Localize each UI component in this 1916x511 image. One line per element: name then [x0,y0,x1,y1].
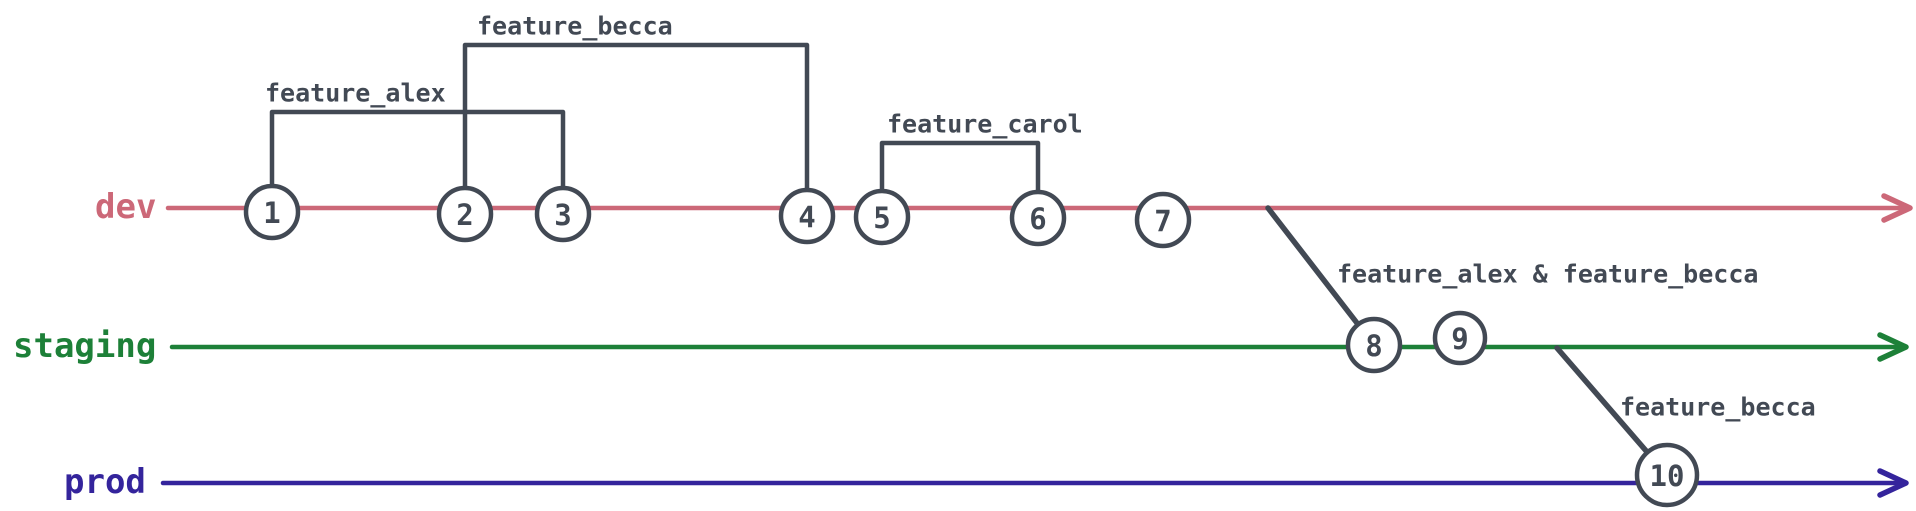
commit-number-10: 10 [1650,459,1685,493]
branch-arrow-icon-dev [1881,193,1913,223]
feature-bracket-label: feature_alex [265,79,446,108]
feature-bracket-label: feature_becca [477,12,673,41]
feature-bracket-feature_becca [462,42,810,219]
commit-number-8: 8 [1365,329,1382,363]
merge-label: feature_alex & feature_becca [1337,260,1758,289]
commit-number-3: 3 [554,198,571,232]
merge-label: feature_becca [1620,393,1816,422]
branch-label-prod: prod [64,462,146,502]
commit-node-7 [1134,191,1192,249]
branch-label-dev: dev [95,187,156,227]
merge-line-to-commit-8 [1265,205,1377,348]
commit-number-5: 5 [873,201,890,235]
commit-number-7: 7 [1154,204,1171,238]
feature-bracket-feature_alex [269,109,566,217]
commit-node-8 [1345,316,1403,374]
commit-node-2 [436,185,494,243]
commit-node-3 [534,185,592,243]
commit-number-2: 2 [456,198,473,232]
commit-node-4 [778,187,836,245]
commit-node-1 [243,183,301,241]
commit-number-6: 6 [1029,202,1046,236]
commit-number-1: 1 [263,196,280,230]
commit-number-4: 4 [798,200,815,234]
commit-node-5 [853,188,911,246]
branch-arrow-icon-staging [1877,332,1909,362]
branch-label-staging: staging [13,326,156,366]
commit-number-9: 9 [1451,322,1468,356]
feature-bracket-feature_carol [879,140,1041,221]
commit-node-10 [1634,442,1700,508]
branch-arrow-icon-prod [1877,468,1909,498]
feature-bracket-label: feature_carol [887,110,1083,139]
commit-node-6 [1009,189,1067,247]
commit-node-9 [1432,310,1488,366]
